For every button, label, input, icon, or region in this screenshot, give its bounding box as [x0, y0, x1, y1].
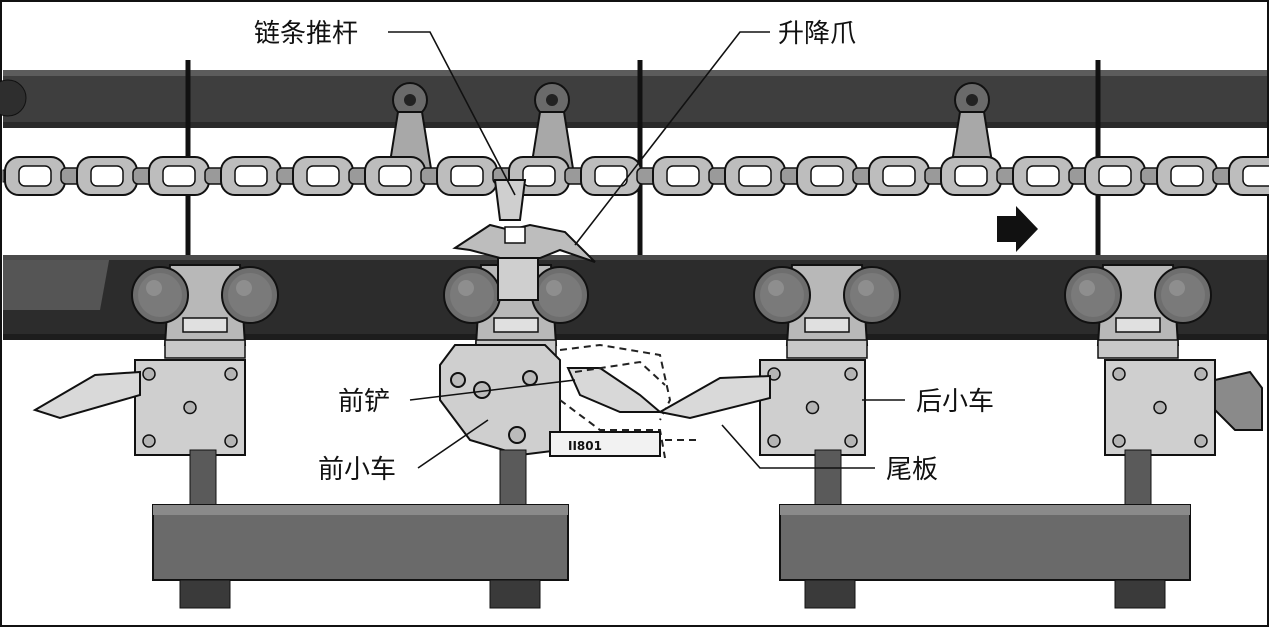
trolley — [131, 264, 279, 456]
chain-link — [292, 156, 370, 196]
chain-link — [1084, 156, 1162, 196]
bolt — [1194, 367, 1208, 381]
leader-chain-pusher — [388, 31, 516, 196]
lifting-claw — [452, 179, 596, 301]
front-trolley-body — [439, 344, 561, 457]
trolleys — [131, 264, 1216, 456]
front-shovel — [559, 343, 700, 459]
trolley — [1064, 264, 1216, 456]
bolt — [142, 367, 156, 381]
trolley-wheel — [531, 266, 589, 324]
chain-link — [1012, 156, 1090, 196]
chain-link — [436, 156, 514, 196]
bolt — [224, 434, 238, 448]
label-rear-trolley: 后小车 — [916, 387, 994, 417]
trolley-wheel — [443, 266, 501, 324]
trolley-wheel — [753, 266, 811, 324]
bolt — [805, 400, 820, 415]
label-front-trolley: 前小车 — [318, 455, 396, 485]
bolt — [142, 434, 156, 448]
direction-arrow-icon — [997, 206, 1038, 252]
bolt — [224, 367, 238, 381]
label-chain-pusher: 链条推杆 — [254, 19, 358, 49]
bolt — [844, 367, 858, 381]
trolley — [753, 264, 901, 456]
chain-link — [1228, 156, 1269, 196]
bolt — [1194, 434, 1208, 448]
leader-tail-plate — [721, 424, 875, 469]
labels: 链条推杆 升降爪 前铲 后小车 前小车 尾板 — [254, 19, 994, 485]
load-carriers — [152, 449, 1191, 609]
trolley-plate: II801 — [549, 431, 661, 457]
trolley-wheel — [843, 266, 901, 324]
chain-link — [724, 156, 802, 196]
chain-link — [76, 156, 154, 196]
trolley-wheel — [131, 266, 189, 324]
trolley-wheel — [1154, 266, 1212, 324]
upper-rail — [0, 70, 1267, 128]
chain-link — [868, 156, 946, 196]
chain-link — [796, 156, 874, 196]
label-tail-plate: 尾板 — [886, 455, 938, 485]
leader-front-trolley — [417, 419, 489, 469]
label-front-shovel: 前铲 — [338, 387, 390, 417]
load-carrier — [152, 449, 569, 609]
trolley-wheel — [1064, 266, 1122, 324]
load-carrier — [779, 449, 1191, 609]
bolt — [767, 434, 781, 448]
tail-plate-arms — [32, 370, 1263, 431]
trolley-wheel — [221, 266, 279, 324]
bolt — [1112, 434, 1126, 448]
bolt — [1112, 367, 1126, 381]
bolt — [844, 434, 858, 448]
leader-front-shovel — [409, 379, 576, 401]
bolt — [1153, 400, 1167, 415]
drive-chain — [2, 156, 1269, 196]
plate-text: II801 — [568, 439, 602, 453]
chain-link — [1156, 156, 1234, 196]
leader-lifting-claw — [574, 31, 770, 246]
leader-lines — [388, 31, 905, 469]
chain-link — [580, 156, 658, 196]
label-lifting-claw: 升降爪 — [778, 19, 856, 49]
chain-link — [652, 156, 730, 196]
bolt — [183, 400, 197, 415]
